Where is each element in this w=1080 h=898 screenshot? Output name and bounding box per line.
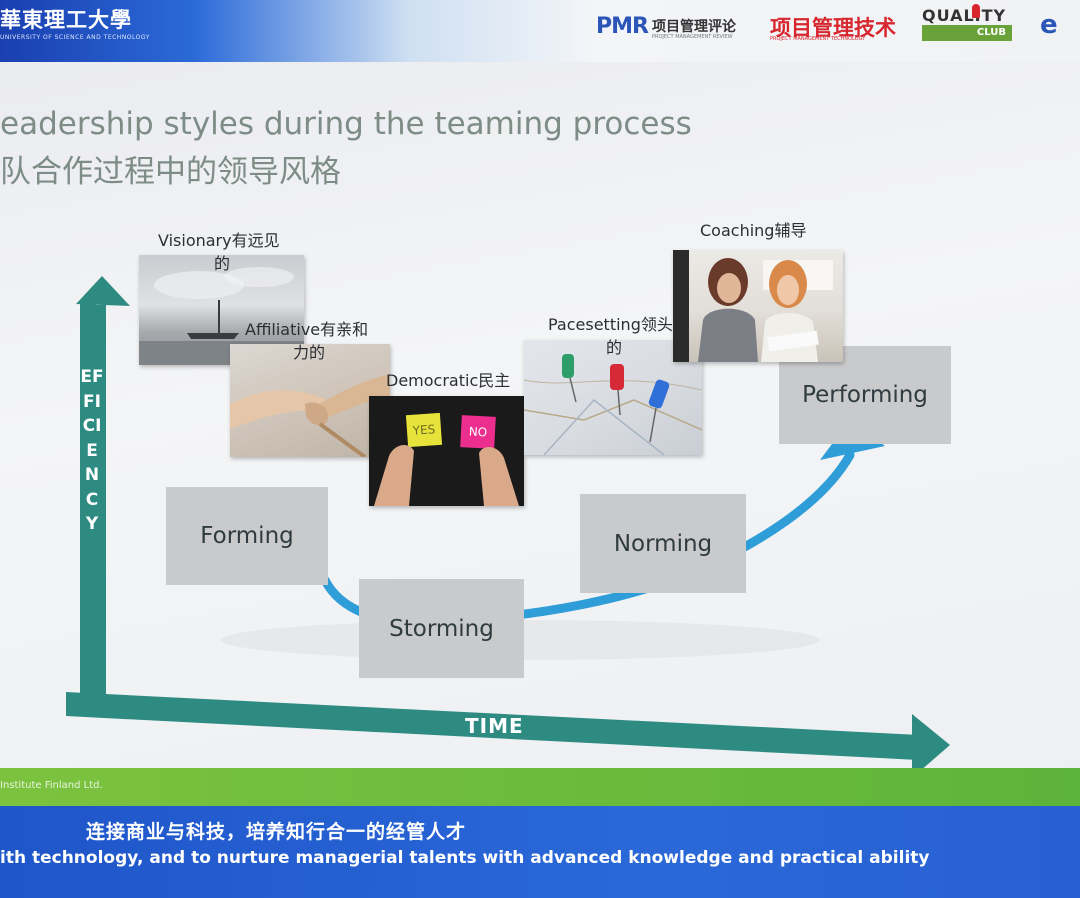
slogan-en: ith technology, and to nurture manageria… [0,848,930,868]
pacesetting-caption-line2: 的 [606,337,622,359]
affiliative-caption-line1: Affiliative有亲和 [245,319,368,341]
visionary-caption-line1: Visionary有远见 [158,230,280,252]
coaching-people-icon [673,250,843,362]
stage-norming: Norming [580,494,746,593]
footer-green-band [0,768,1080,808]
y-axis-arrowhead [76,276,130,306]
stage-forming: Forming [166,487,328,585]
institute-credit: Institute Finland Ltd. [0,780,103,791]
slogan-cn: 连接商业与科技，培养知行合一的经管人才 [86,817,466,844]
visionary-caption-line2: 的 [214,253,230,275]
pacesetting-caption-line1: Pacesetting领头 [548,314,673,336]
coaching-photo [673,250,843,362]
stage-norming-label: Norming [614,531,712,557]
green-pin [562,354,576,402]
stage-storming: Storming [359,579,524,678]
democratic-photo: YES NO [369,396,524,506]
affiliative-caption-line2: 力的 [293,342,325,364]
y-axis-label: EFFICIENCY [80,365,104,537]
x-axis-label: TIME [465,714,524,738]
stage-forming-label: Forming [200,523,294,549]
stage-storming-label: Storming [389,616,494,642]
democratic-caption: Democratic民主 [386,370,510,392]
stage-performing-label: Performing [802,382,928,408]
coaching-caption: Coaching辅导 [700,220,806,242]
hands-holding-icon [369,396,524,506]
